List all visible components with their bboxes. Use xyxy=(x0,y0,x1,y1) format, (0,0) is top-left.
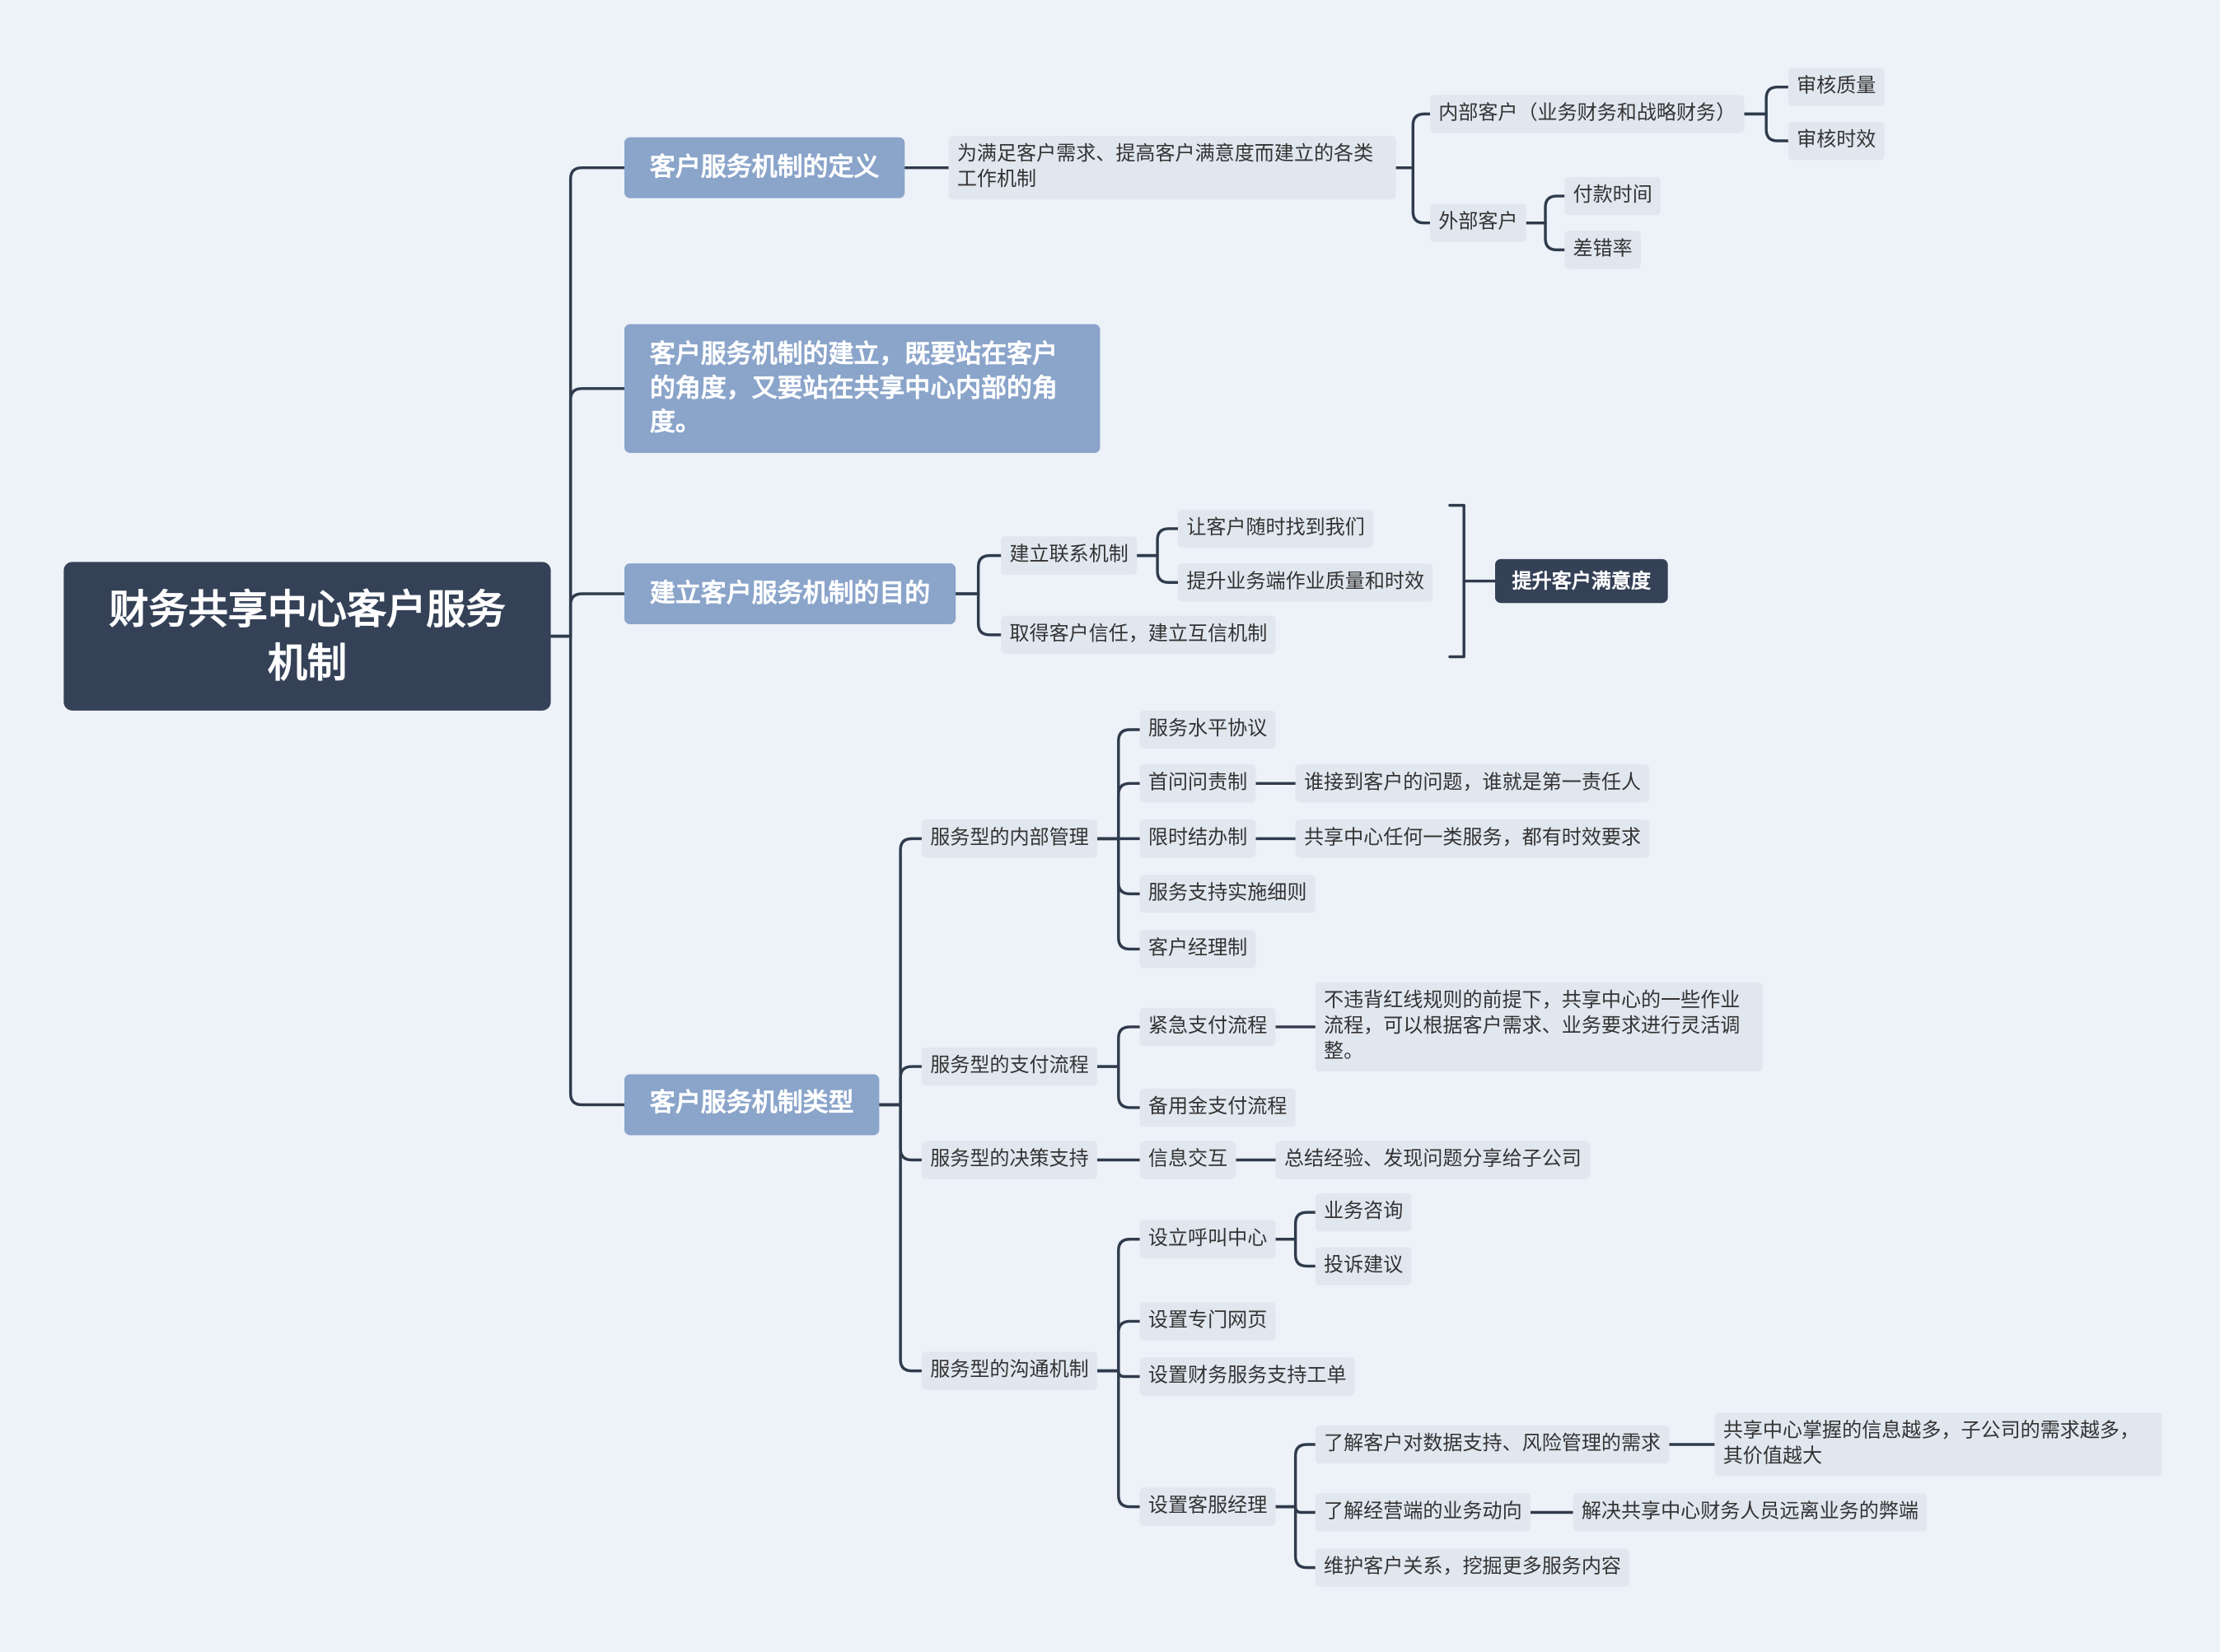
subtopic-definition-detail: 为满足客户需求、提高客户满意度而建立的各类工作机制 xyxy=(948,135,1396,199)
subtopic-reachability: 让客户随时找到我们 xyxy=(1178,508,1374,548)
connector-line xyxy=(1525,194,1566,225)
subtopic-first-inquiry-detail: 谁接到客户的问题，谁就是第一责任人 xyxy=(1295,763,1650,802)
central-topic: 财务共享中心客户服务机制 xyxy=(63,562,551,711)
subtopic-first-inquiry: 首问问责制 xyxy=(1139,763,1256,802)
summary-bracket xyxy=(1448,503,1497,659)
connector-line xyxy=(1096,837,1142,951)
subtopic-info-exchange-detail: 总结经验、发现问题分享给子公司 xyxy=(1275,1140,1591,1178)
subtopic-customer-relations: 维护客户关系，挖掘更多服务内容 xyxy=(1315,1547,1630,1586)
summary-topic-satisfaction: 提升客户满意度 xyxy=(1495,558,1668,604)
connector-line xyxy=(1096,1025,1142,1068)
subtopic-support-rules: 服务支持实施细则 xyxy=(1139,874,1316,912)
subtopic-external-customers: 外部客户 xyxy=(1429,203,1526,242)
connector-line xyxy=(1394,112,1432,170)
connector-line xyxy=(1274,1505,1317,1570)
subtopic-data-risk-needs-detail: 共享中心掌握的信息越多，子公司的需求越多，其价值越大 xyxy=(1714,1412,2162,1476)
main-topic-purpose: 建立客户服务机制的目的 xyxy=(624,563,956,624)
connector-line xyxy=(549,634,626,1107)
connector-line xyxy=(954,592,1003,637)
subtopic-business-consulting: 业务咨询 xyxy=(1315,1192,1412,1231)
connector-line xyxy=(1135,527,1180,558)
connector-line xyxy=(1274,1211,1317,1241)
subtopic-time-limit-detail: 共享中心任何一类服务，都有时效要求 xyxy=(1295,819,1650,857)
connector-line xyxy=(877,1065,923,1107)
subtopic-contact-mechanism: 建立联系机制 xyxy=(1001,535,1138,574)
connector-line xyxy=(1742,85,1790,116)
subtopic-quality-improvement: 提升业务端作业质量和时效 xyxy=(1178,562,1433,601)
subtopic-sla: 服务水平协议 xyxy=(1139,709,1276,749)
connector-line xyxy=(549,387,626,638)
connector-line xyxy=(1096,728,1142,841)
subtopic-support-ticket: 设置财务服务支持工单 xyxy=(1139,1356,1355,1395)
connector-line xyxy=(1096,1238,1142,1373)
connector-line xyxy=(549,166,626,638)
connector-line xyxy=(1096,1065,1142,1109)
connector-line xyxy=(1096,782,1142,841)
connector-line xyxy=(1096,1369,1142,1509)
connector-line xyxy=(1394,166,1432,225)
subtopic-internal-management: 服务型的内部管理 xyxy=(921,819,1098,857)
connector-line xyxy=(877,1103,923,1373)
connector-line xyxy=(549,592,626,638)
subtopic-info-exchange: 信息交互 xyxy=(1139,1140,1236,1178)
subtopic-mutual-trust: 取得客户信任，建立互信机制 xyxy=(1001,614,1276,654)
connector-line xyxy=(1274,1238,1317,1268)
connector-line xyxy=(877,837,923,1107)
main-topic-establishment: 客户服务机制的建立，既要站在客户的角度，又要站在共享中心内部的角度。 xyxy=(624,324,1101,453)
subtopic-account-manager-system: 客户经理制 xyxy=(1139,929,1256,968)
connector-line xyxy=(954,553,1003,595)
subtopic-error-rate: 差错率 xyxy=(1564,230,1642,268)
connector-line xyxy=(1274,1443,1317,1509)
main-topic-definition: 客户服务机制的定义 xyxy=(624,137,905,198)
main-topic-types: 客户服务机制类型 xyxy=(624,1073,880,1135)
subtopic-dedicated-webpage: 设置专门网页 xyxy=(1139,1301,1276,1340)
connector-line xyxy=(1096,1319,1142,1373)
subtopic-business-trends: 了解经营端的业务动向 xyxy=(1315,1492,1531,1531)
subtopic-payment-process: 服务型的支付流程 xyxy=(921,1047,1098,1085)
subtopic-urgent-payment-detail: 不违背红线规则的前提下，共享中心的一些作业流程，可以根据客户需求、业务要求进行灵… xyxy=(1315,981,1763,1071)
subtopic-petty-cash-payment: 备用金支付流程 xyxy=(1139,1087,1296,1127)
subtopic-payment-time: 付款时间 xyxy=(1564,175,1661,215)
connector-line xyxy=(1742,112,1790,142)
subtopic-time-limit: 限时结办制 xyxy=(1139,819,1256,857)
subtopic-review-quality: 审核质量 xyxy=(1788,67,1885,106)
subtopic-communication: 服务型的沟通机制 xyxy=(921,1351,1098,1389)
subtopic-internal-customers: 内部客户（业务财务和战略财务） xyxy=(1429,94,1745,133)
subtopic-business-trends-detail: 解决共享中心财务人员远离业务的弊端 xyxy=(1573,1492,1928,1531)
subtopic-data-risk-needs: 了解客户对数据支持、风险管理的需求 xyxy=(1315,1424,1670,1463)
subtopic-urgent-payment: 紧急支付流程 xyxy=(1139,1006,1276,1046)
subtopic-complaints: 投诉建议 xyxy=(1315,1246,1412,1285)
subtopic-service-manager: 设置客服经理 xyxy=(1139,1486,1276,1525)
connector-line xyxy=(1525,221,1566,252)
connector-line xyxy=(1135,553,1180,584)
subtopic-decision-support: 服务型的决策支持 xyxy=(921,1140,1098,1178)
subtopic-review-timeliness: 审核时效 xyxy=(1788,120,1885,160)
subtopic-call-center: 设立呼叫中心 xyxy=(1139,1219,1276,1258)
